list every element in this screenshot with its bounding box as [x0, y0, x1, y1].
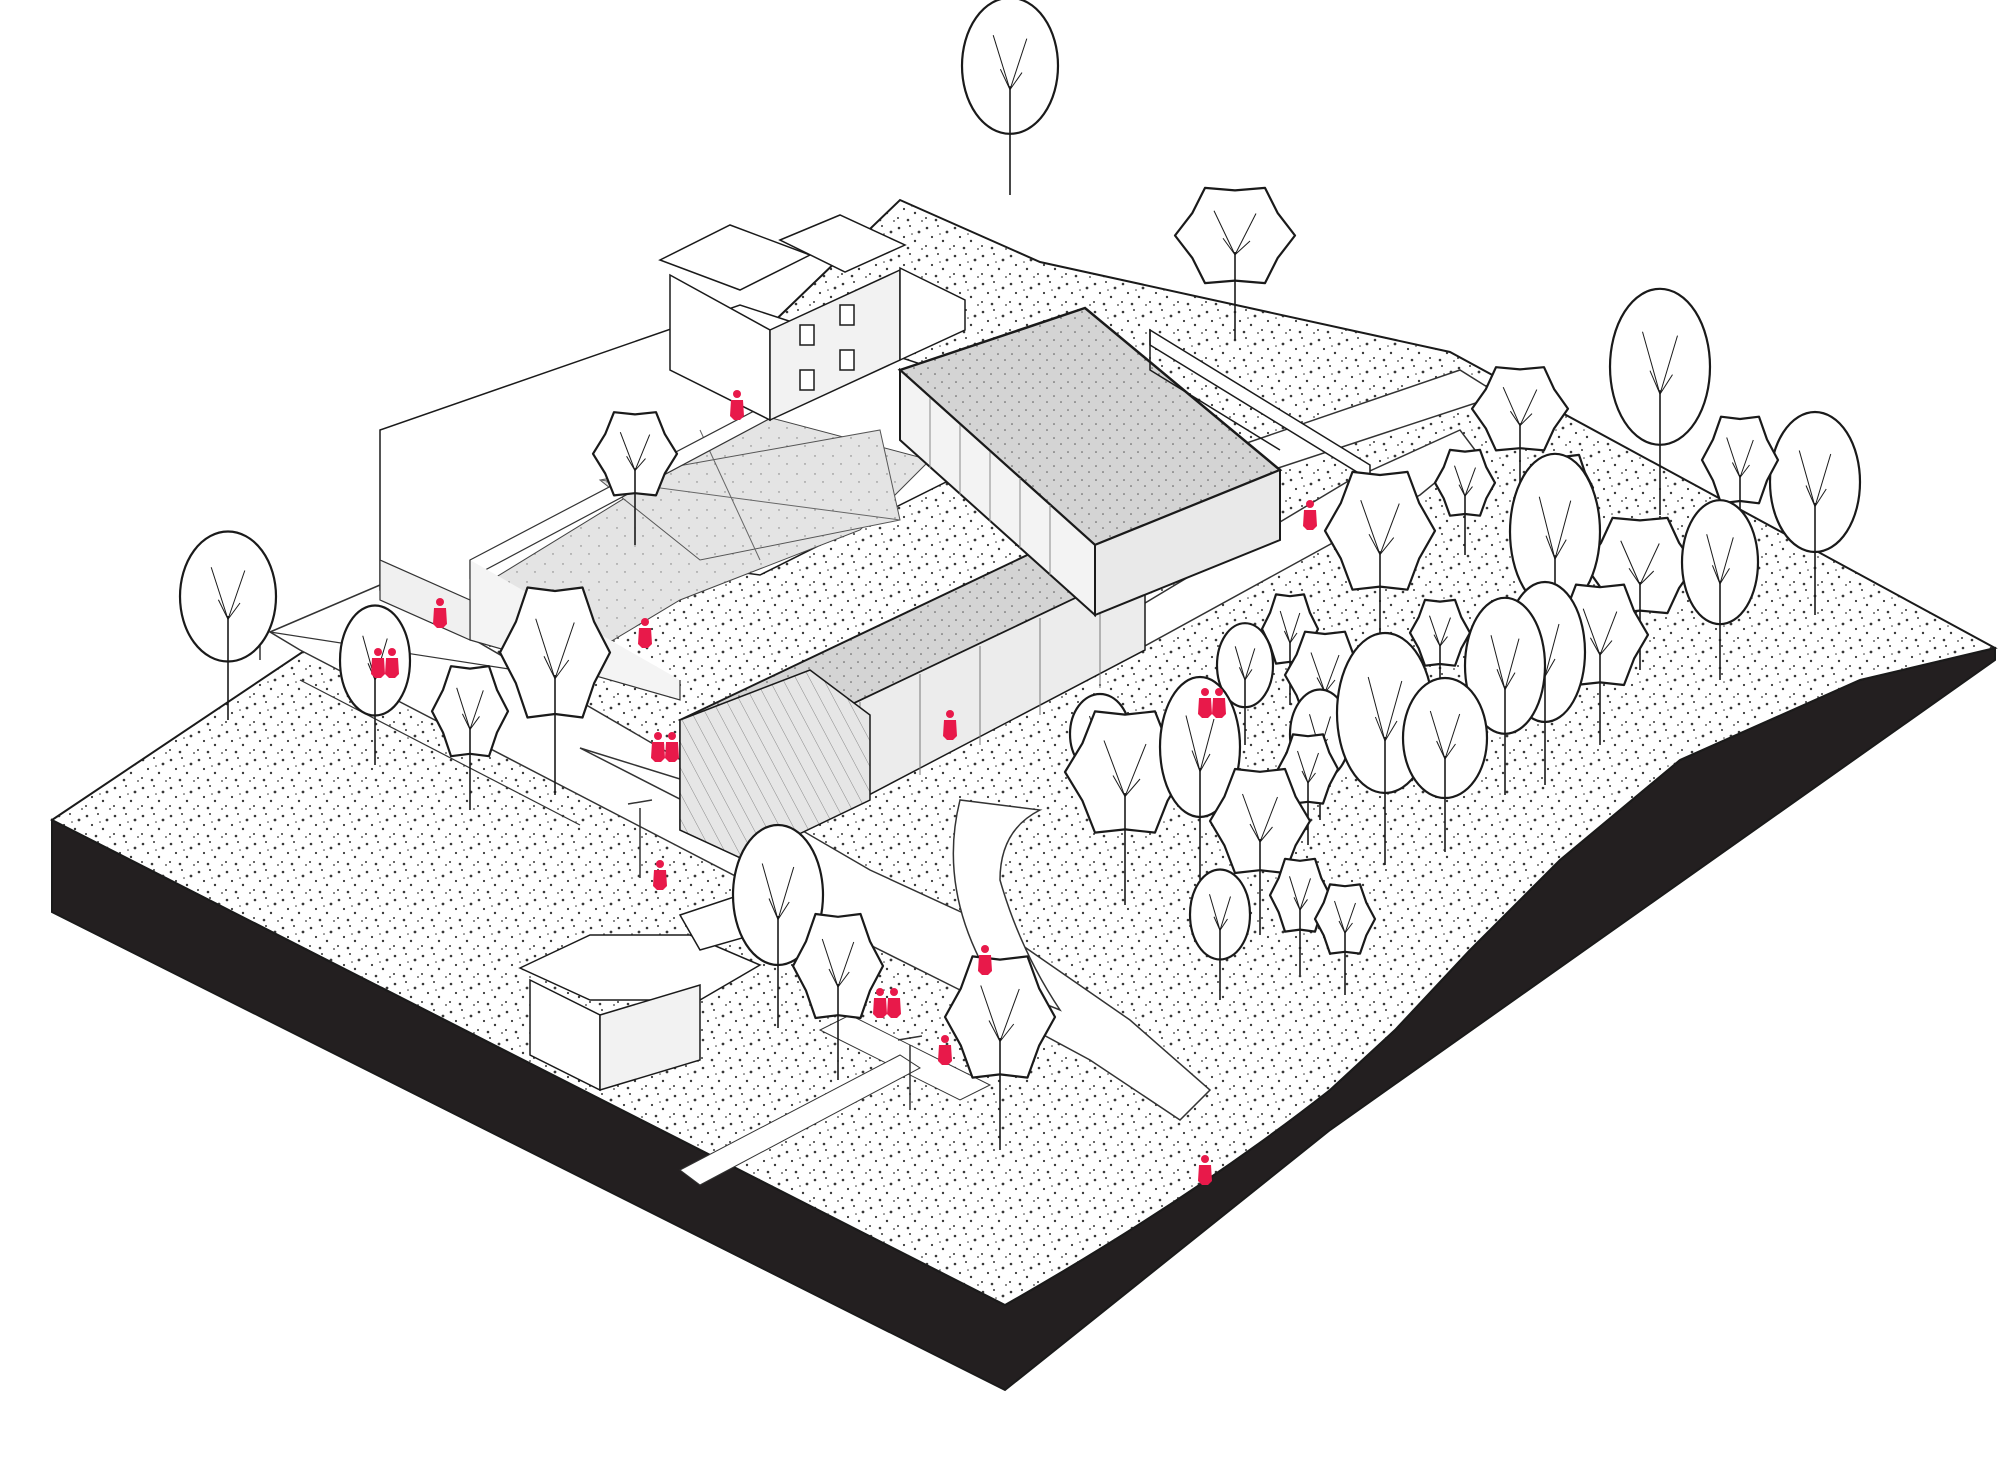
tree-icon — [1463, 596, 1547, 795]
person-icon — [938, 1035, 952, 1065]
tree-icon — [1208, 767, 1312, 935]
person-icon — [730, 390, 744, 420]
low-wing-building — [677, 528, 1148, 862]
person-icon — [371, 390, 1317, 1185]
tree-icon — [591, 411, 679, 545]
tree-icon — [498, 586, 612, 795]
person-icon — [433, 598, 447, 628]
person-icon — [1198, 1155, 1212, 1185]
person-icon — [653, 860, 667, 890]
main-box-building — [897, 306, 1371, 618]
neighbor-house-bottom — [518, 894, 772, 1092]
person-icon — [1303, 500, 1317, 530]
tree-icon — [1401, 676, 1489, 852]
person-icon — [978, 945, 992, 975]
person-icon — [943, 710, 957, 740]
tree-icon — [178, 530, 278, 720]
person-icon — [887, 988, 901, 1018]
person-icon — [385, 648, 399, 678]
person-icon — [371, 648, 385, 678]
tree-icon — [1313, 883, 1377, 995]
person-icon — [638, 618, 652, 648]
tree-icon — [1680, 499, 1760, 680]
person-icon — [651, 732, 665, 762]
person-icon — [1198, 688, 1212, 718]
tree-icon — [731, 823, 825, 1028]
tree-icon — [1188, 868, 1252, 1000]
tree-icon — [1768, 410, 1862, 615]
person-icon — [665, 732, 679, 762]
tree-icon — [430, 665, 510, 810]
tree-icon — [1276, 733, 1340, 845]
tree-icon — [960, 0, 1060, 195]
tree-icon — [791, 912, 885, 1080]
person-icon — [873, 988, 887, 1018]
tree-icon — [1268, 857, 1332, 975]
person-icon — [1212, 688, 1226, 718]
tree-icon — [1215, 622, 1275, 745]
tree-icon — [1173, 186, 1297, 340]
tree-icon — [1063, 710, 1187, 905]
tree-icon — [943, 955, 1057, 1150]
tree-icon — [1608, 287, 1712, 515]
neighbor-house-top — [658, 214, 966, 422]
tree-icon — [178, 0, 1862, 1150]
tree-icon — [1470, 366, 1570, 500]
tree-icon — [1433, 448, 1497, 555]
